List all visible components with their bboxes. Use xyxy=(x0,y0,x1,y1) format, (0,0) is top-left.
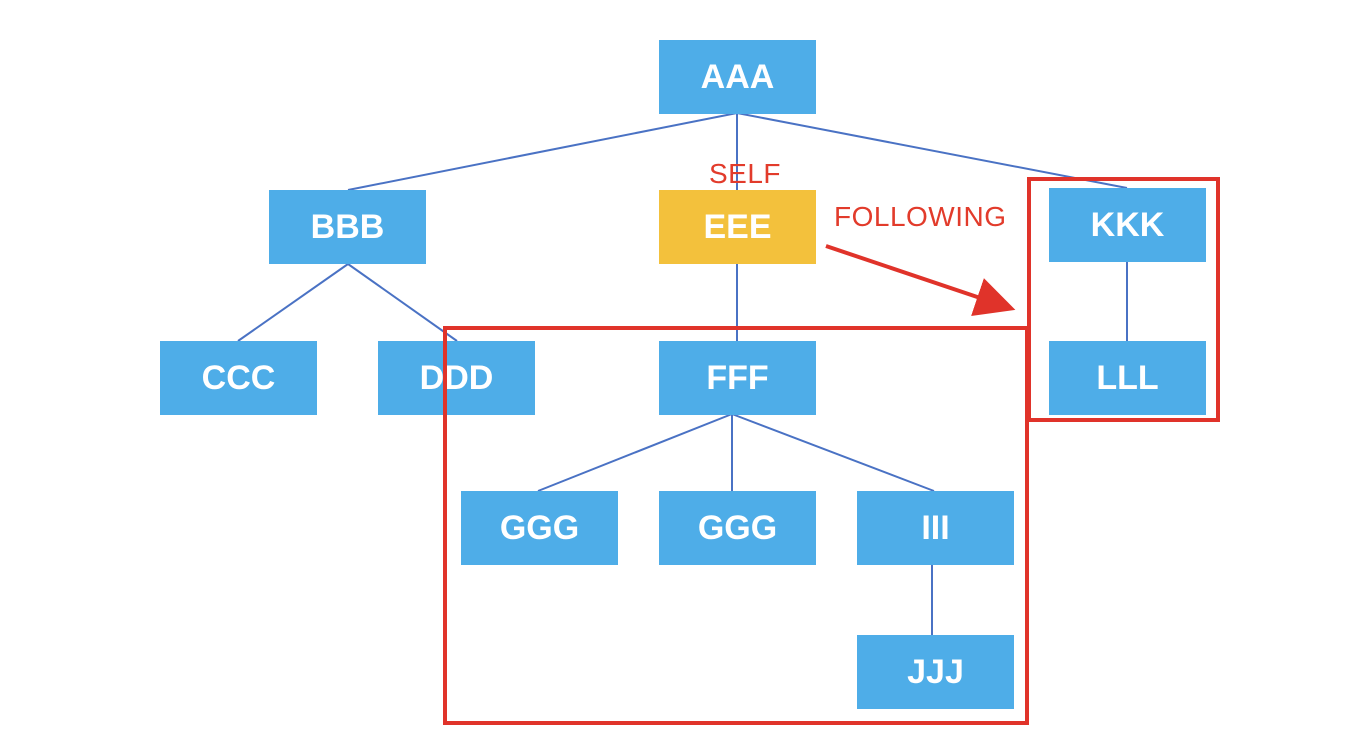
node-label: III xyxy=(921,508,950,547)
node-iii: III xyxy=(857,491,1014,565)
edge-bbb-ddd xyxy=(347,263,458,342)
node-kkk: KKK xyxy=(1049,188,1206,262)
edge-bbb-ccc xyxy=(237,263,349,342)
node-label: GGG xyxy=(697,508,778,547)
node-ggg-2: GGG xyxy=(659,491,816,565)
following-region-sibling-subtree xyxy=(1027,177,1220,422)
following-label: FOLLOWING xyxy=(834,201,1007,232)
node-label: CCC xyxy=(201,358,276,397)
self-label: SELF xyxy=(709,158,782,189)
node-jjj: JJJ xyxy=(857,635,1014,709)
node-label: BBB xyxy=(310,207,385,246)
node-label: EEE xyxy=(703,207,772,246)
node-bbb: BBB xyxy=(269,190,426,264)
following-arrow xyxy=(825,244,1016,317)
node-label: FFF xyxy=(706,358,769,397)
node-label: JJJ xyxy=(907,652,964,691)
following-region-descendants xyxy=(443,326,1029,725)
node-ccc: CCC xyxy=(160,341,317,415)
node-label: GGG xyxy=(499,508,580,547)
node-aaa: AAA xyxy=(659,40,816,114)
node-ddd: DDD xyxy=(378,341,535,415)
node-label: DDD xyxy=(419,358,494,397)
node-eee-self: EEE xyxy=(659,190,816,264)
node-fff: FFF xyxy=(659,341,816,415)
edge-aaa-bbb xyxy=(347,112,738,191)
edge-aaa-kkk xyxy=(736,112,1128,189)
edge-fff-iii xyxy=(731,413,935,492)
edge-fff-ggg-1 xyxy=(537,413,733,492)
node-label: KKK xyxy=(1090,205,1165,244)
node-label: AAA xyxy=(700,57,775,96)
node-label: LLL xyxy=(1096,358,1159,397)
node-ggg-1: GGG xyxy=(461,491,618,565)
node-lll: LLL xyxy=(1049,341,1206,415)
